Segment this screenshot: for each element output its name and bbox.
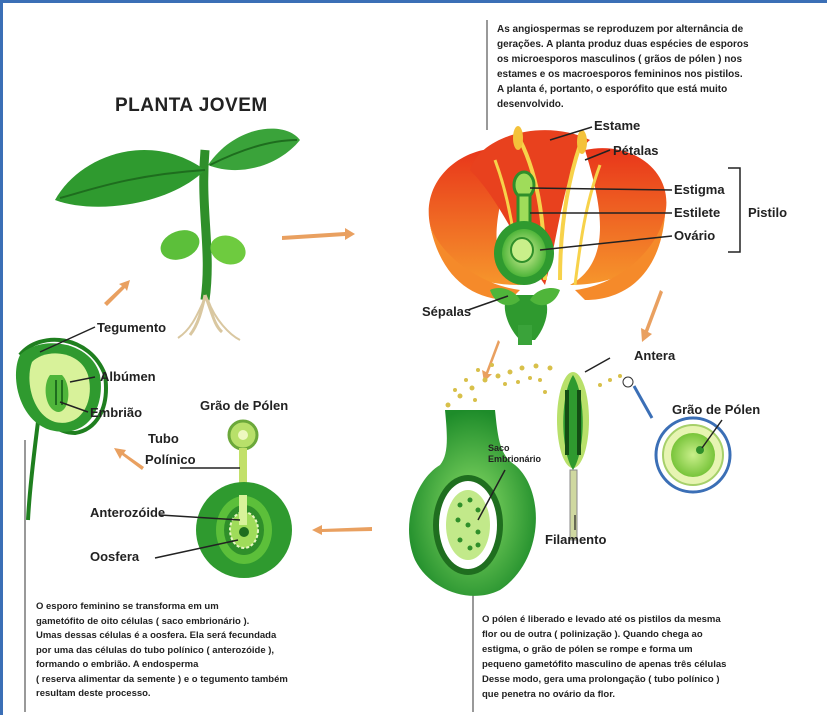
intro-paragraph: As angiospermas se reproduzem por altern… — [497, 22, 749, 112]
label-albumen: Albúmen — [100, 369, 156, 384]
label-saco-embrionario: Saco Embrionário — [488, 443, 541, 465]
intro-line: A planta é, portanto, o esporófito que e… — [497, 82, 749, 97]
arrow-flower-to-anther — [641, 290, 663, 342]
antera-pointer-line — [585, 358, 610, 372]
label-embriao: Embrião — [90, 405, 142, 420]
pollen-zoom-illustration — [623, 377, 730, 492]
arrow-seed-to-plant — [104, 280, 130, 306]
bottom-right-line: flor ou de outra ( polinização ). Quando… — [482, 627, 726, 642]
intro-line: gerações. A planta produz duas espécies … — [497, 37, 749, 52]
ovule-illustration — [409, 410, 536, 596]
label-tubo: Tubo — [148, 431, 179, 446]
bottom-left-line: por uma das células do tubo polínico ( a… — [36, 644, 288, 659]
label-oosfera: Oosfera — [90, 549, 139, 564]
intro-line: desenvolvido. — [497, 97, 749, 112]
label-antera: Antera — [634, 348, 675, 363]
label-filamento: Filamento — [545, 532, 606, 547]
label-polinico: Polínico — [145, 452, 196, 467]
arrow-plant-to-flower — [282, 228, 355, 240]
bottom-right-line: Desse modo, gera uma prolongação ( tubo … — [482, 672, 726, 687]
arrow-ovule-to-fertilization — [312, 525, 372, 535]
young-plant-illustration — [55, 129, 300, 340]
anther-illustration — [557, 372, 589, 540]
bottom-right-line: O pólen é liberado e levado até os pisti… — [482, 612, 726, 627]
label-anterozoide: Anterozóide — [90, 505, 165, 520]
label-estigma: Estigma — [674, 182, 725, 197]
label-grao-polen-right: Grão de Pólen — [672, 402, 760, 417]
fertilization-illustration — [196, 421, 292, 578]
intro-line: estames e os macroesporos femininos nos … — [497, 67, 749, 82]
bottom-right-line: pequeno gametófito masculino de apenas t… — [482, 657, 726, 672]
bottom-right-line: que penetra no ovário da flor. — [482, 687, 726, 702]
intro-line: os microesporos masculinos ( grãos de pó… — [497, 52, 749, 67]
saco-line-1: Saco — [488, 443, 541, 454]
pollen-particles — [446, 363, 623, 408]
saco-line-2: Embrionário — [488, 454, 541, 465]
label-sepalas: Sépalas — [422, 304, 471, 319]
label-pistilo: Pistilo — [748, 205, 787, 220]
page-title: PLANTA JOVEM — [115, 95, 268, 117]
bottom-left-line: gametófito de oito células ( saco embrio… — [36, 615, 288, 630]
seed-illustration — [16, 340, 106, 520]
bottom-left-line: O esporo feminino se transforma em um — [36, 600, 288, 615]
bottom-left-line: resultam deste processo. — [36, 687, 288, 702]
bottom-left-paragraph: O esporo feminino se transforma em um ga… — [36, 600, 288, 702]
label-estilete: Estilete — [674, 205, 720, 220]
bottom-right-paragraph: O pólen é liberado e levado até os pisti… — [482, 612, 726, 702]
label-ovario: Ovário — [674, 228, 715, 243]
bottom-right-line: estigma, o grão de pólen se rompe e form… — [482, 642, 726, 657]
label-estame: Estame — [594, 118, 640, 133]
bottom-left-line: formando o embrião. A endosperma — [36, 658, 288, 673]
label-grao-polen: Grão de Pólen — [200, 398, 288, 413]
intro-line: As angiospermas se reproduzem por altern… — [497, 22, 749, 37]
arrow-fertilization-to-seed — [114, 448, 144, 470]
bottom-left-line: Umas dessas células é a oosfera. Ela ser… — [36, 629, 288, 644]
bottom-left-line: ( reserva alimentar da semente ) e o teg… — [36, 673, 288, 688]
label-petalas: Pétalas — [613, 143, 659, 158]
label-tegumento: Tegumento — [97, 320, 166, 335]
